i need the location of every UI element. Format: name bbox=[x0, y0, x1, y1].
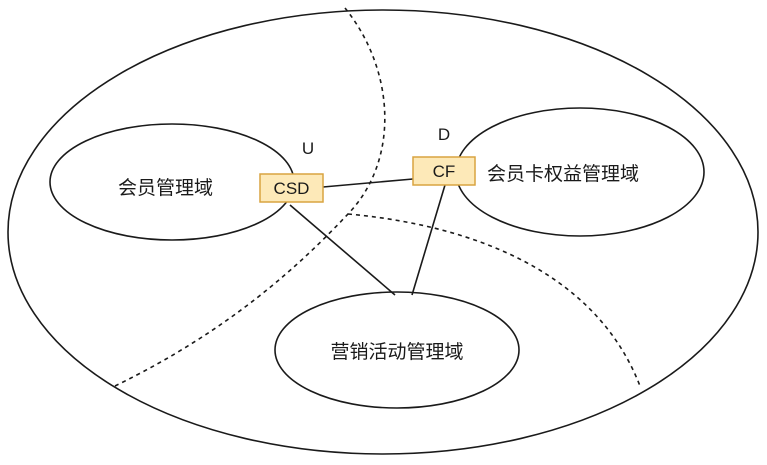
csd-box bbox=[259, 173, 324, 203]
csd-cf-link bbox=[322, 178, 414, 188]
card-benefit-domain-label: 会员卡权益管理域 bbox=[487, 163, 639, 185]
member-domain-label: 会员管理域 bbox=[118, 177, 213, 199]
divider-dashed-line-horizontal bbox=[347, 213, 641, 387]
csd-marketing-link bbox=[289, 204, 396, 296]
downstream-role-label: D bbox=[438, 125, 450, 144]
outer-boundary-ellipse bbox=[7, 9, 759, 455]
csd-box-label: CSD bbox=[274, 179, 310, 198]
divider-dashed-line-vertical bbox=[114, 7, 386, 387]
cf-box bbox=[412, 156, 476, 186]
cf-marketing-link bbox=[411, 184, 446, 296]
upstream-role-label: U bbox=[302, 139, 314, 158]
marketing-domain-label: 营销活动管理域 bbox=[330, 341, 463, 363]
cf-box-label: CF bbox=[433, 162, 456, 181]
marketing-domain-ellipse bbox=[274, 291, 520, 409]
